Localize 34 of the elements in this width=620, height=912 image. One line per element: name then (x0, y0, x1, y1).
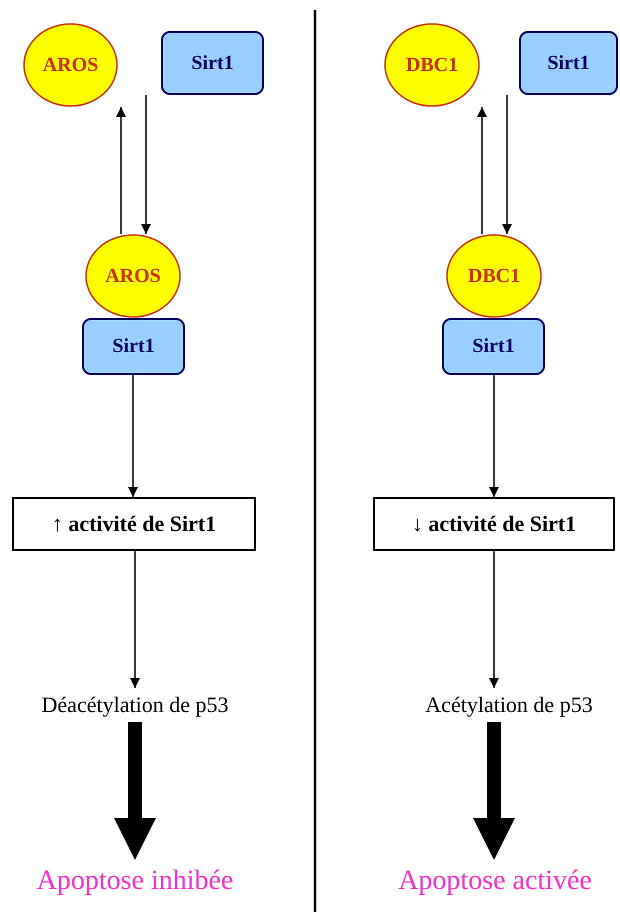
protein-label: Sirt1 (191, 52, 234, 74)
arrow (489, 551, 499, 688)
arrow (130, 551, 140, 688)
arrow (502, 95, 512, 234)
protein-label: Sirt1 (112, 335, 155, 358)
process-label: Acétylation de p53 (425, 692, 593, 718)
protein-label: Sirt1 (547, 52, 590, 74)
protein-box (82, 318, 185, 375)
protein-label: Sirt1 (472, 335, 515, 358)
activity-label: ↓ activité de Sirt1 (412, 511, 576, 537)
outcome-label: Apoptose activée (398, 865, 592, 897)
protein-label: DBC1 (468, 264, 520, 288)
activity-box (12, 497, 256, 551)
arrow (116, 107, 126, 234)
protein-ellipse (23, 23, 118, 107)
protein-label: DBC1 (406, 54, 458, 76)
process-label: Déacétylation de p53 (42, 692, 228, 718)
thick-arrow (114, 722, 156, 860)
outcome-label: Apoptose inhibée (36, 865, 234, 897)
activity-label: ↑ activité de Sirt1 (52, 511, 216, 537)
protein-ellipse (384, 23, 480, 107)
arrow (128, 375, 138, 497)
protein-box (161, 31, 264, 95)
protein-label: AROS (42, 54, 98, 76)
protein-ellipse (85, 234, 181, 318)
arrow (489, 375, 499, 497)
protein-box (519, 31, 618, 95)
protein-ellipse (446, 234, 542, 318)
protein-label: AROS (105, 264, 161, 288)
thick-arrow (473, 722, 515, 860)
arrow (477, 107, 487, 234)
protein-box (442, 318, 545, 375)
activity-box (373, 497, 615, 551)
arrow (141, 95, 151, 234)
